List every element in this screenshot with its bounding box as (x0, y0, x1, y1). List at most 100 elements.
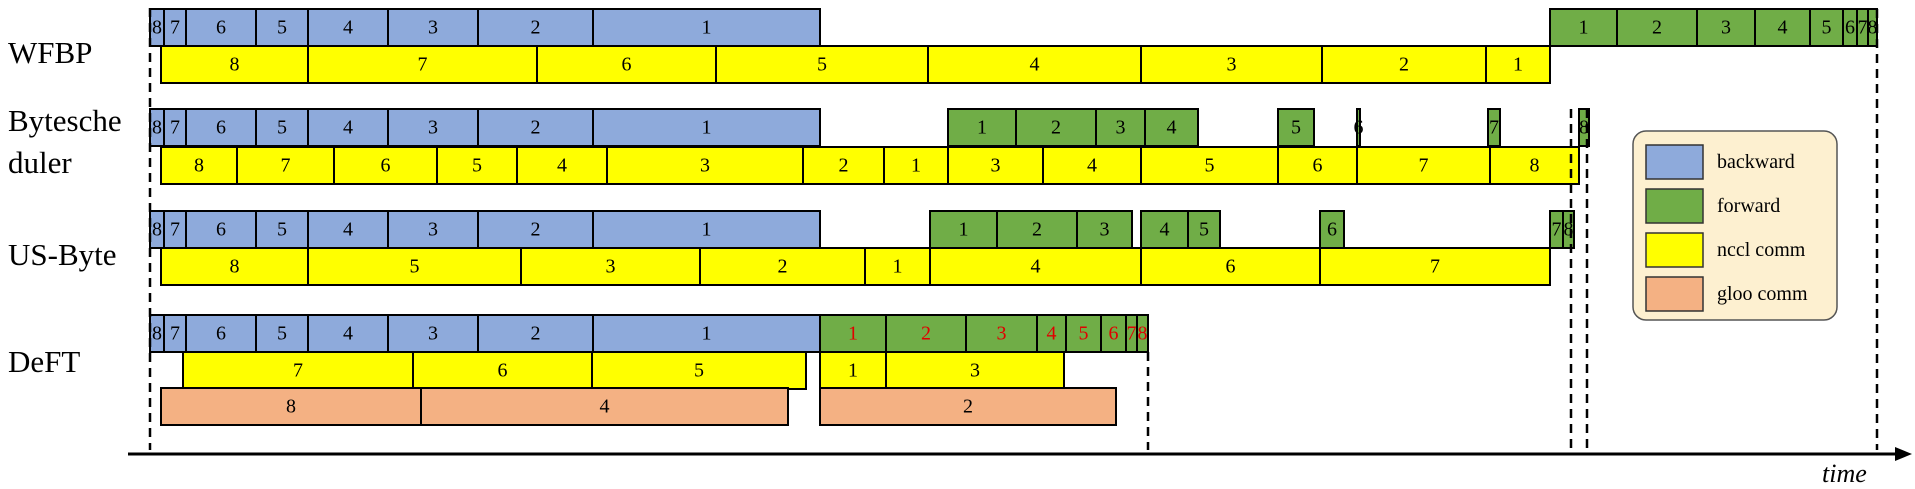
row-2-compute-block-13-rect (1319, 210, 1345, 249)
legend-label-nccl: nccl comm (1717, 239, 1806, 261)
row-1-compute-block-3: 5 (255, 108, 309, 147)
row-1-compute-block-0-label: 8 (152, 117, 162, 139)
row-1-compute-block-9: 2 (1015, 108, 1097, 147)
row-2-comm-block-2-label: 3 (606, 256, 616, 278)
row-2-comm-block-6: 6 (1140, 247, 1321, 286)
row-2-compute-block-12: 5 (1187, 210, 1221, 249)
row-3-compute-block-1: 7 (163, 314, 187, 353)
row-1-comm-block-13-rect (1489, 146, 1580, 185)
row-label-bytescheduler-line2: duler (8, 145, 72, 180)
row-1-compute-block-8-rect (947, 108, 1017, 147)
row-2-compute-block-15: 8 (1562, 210, 1575, 249)
row-0-compute-block-7-rect (592, 8, 821, 47)
row-1-compute-block-14-label: 7 (1489, 117, 1499, 139)
row-1-comm-block-2-rect (333, 146, 438, 185)
row-2-compute-block-4: 4 (307, 210, 389, 249)
row-2-comm-block-5-label: 4 (1031, 256, 1041, 278)
row-3-comm2-block-1: 4 (420, 387, 789, 426)
row-1-compute-block-15-rect (1578, 108, 1590, 147)
row-1-comm-block-6: 2 (802, 146, 885, 185)
row-1-compute-block-2-rect (185, 108, 257, 147)
row-0-comm-block-2-label: 6 (622, 54, 632, 76)
row-0-compute-block-3: 5 (255, 8, 309, 47)
row-2-comm-block-3-label: 2 (778, 256, 788, 278)
row-2-compute-block-13: 6 (1319, 210, 1345, 249)
row-3-comm-block-3: 1 (819, 351, 887, 390)
row-2-compute-block-15-label: 8 (1564, 219, 1574, 241)
row-2-compute-block-14: 7 (1549, 210, 1564, 249)
row-1-comm-block-4: 4 (516, 146, 608, 185)
row-2-comm-block-6-rect (1140, 247, 1321, 286)
row-3-comm-block-0: 7 (182, 351, 414, 390)
row-2-compute-block-2-label: 6 (216, 219, 226, 241)
row-2-compute-block-15-rect (1562, 210, 1575, 249)
row-0-compute-block-12: 5 (1809, 8, 1844, 47)
row-1-compute-block-14: 7 (1487, 108, 1501, 147)
row-0-compute-block-11: 4 (1754, 8, 1811, 47)
row-2-compute-block-6: 2 (477, 210, 594, 249)
row-2-compute-block-9-label: 2 (1032, 219, 1042, 241)
row-3-comm2-block-0: 8 (160, 387, 422, 426)
row-0-compute-block-0-label: 8 (152, 17, 162, 39)
row-0-compute-block-4: 4 (307, 8, 389, 47)
row-labels: WFBP Bytesche duler US-Byte DeFT (8, 35, 122, 379)
row-3-comm-block-4-label: 3 (970, 360, 980, 382)
row-2-compute-block-14-label: 7 (1552, 219, 1562, 241)
row-1-comm-block-10: 5 (1140, 146, 1279, 185)
time-axis: time (128, 447, 1912, 488)
row-2-compute-block-10: 3 (1076, 210, 1133, 249)
row-0-comm-block-2-rect (536, 45, 717, 84)
row-3-compute-block-9-label: 2 (921, 323, 931, 345)
row-1-compute-block-6-rect (477, 108, 594, 147)
row-1-compute-block-7: 1 (592, 108, 821, 147)
row-2-comm-block-1-rect (307, 247, 522, 286)
row-2-compute-block-4-rect (307, 210, 389, 249)
row-2-compute-block-11-label: 4 (1160, 219, 1170, 241)
row-1-compute-block-12: 5 (1277, 108, 1315, 147)
row-0-compute-block-14-label: 7 (1858, 17, 1868, 39)
row-0-compute-block-5-label: 3 (428, 17, 438, 39)
row-3-compute-block-13: 6 (1100, 314, 1127, 353)
row-2-compute-block-2: 6 (185, 210, 257, 249)
row-1-comm-block-5: 3 (606, 146, 804, 185)
row-0-compute-block-10-rect (1696, 8, 1756, 47)
row-2-compute-block-9: 2 (996, 210, 1078, 249)
row-2-comm-block-4-label: 1 (893, 256, 903, 278)
row-2-comm-block-7: 7 (1319, 247, 1551, 286)
row-2-compute-block-0: 8 (149, 210, 165, 249)
row-1-comm-block-0-rect (160, 146, 238, 185)
row-3-compute-block-12-rect (1065, 314, 1102, 353)
row-1-comm-block-11-rect (1277, 146, 1358, 185)
row-0-comm-block-0-label: 8 (230, 54, 240, 76)
row-2-comm-block-3-rect (699, 247, 866, 286)
row-0-compute-block-10: 3 (1696, 8, 1756, 47)
row-0-compute-block-9-label: 2 (1652, 17, 1662, 39)
row-3-compute-block-6-rect (477, 314, 594, 353)
row-0-comm-block-5-label: 3 (1227, 54, 1237, 76)
row-3-comm-block-3-rect (819, 351, 887, 390)
row-1-compute-block-2: 6 (185, 108, 257, 147)
row-3-comm-block-1: 6 (412, 351, 593, 390)
row-3-compute-block-8: 1 (819, 314, 887, 353)
row-3-compute-block-10: 3 (965, 314, 1038, 353)
row-1-comm-block-0-label: 8 (194, 155, 204, 177)
legend-label-backward: backward (1717, 151, 1795, 173)
row-2-comm-block-2: 3 (520, 247, 701, 286)
row-0-compute-block-8: 1 (1549, 8, 1618, 47)
row-2-compute-block-8-rect (929, 210, 998, 249)
row-3-compute-block-2-rect (185, 314, 257, 353)
row-0-comm-block-1-label: 7 (418, 54, 428, 76)
row-3-compute-block-5: 3 (387, 314, 479, 353)
row-0-compute-block-1: 7 (163, 8, 187, 47)
row-2-comm-block-7-rect (1319, 247, 1551, 286)
row-1-compute-block-3-rect (255, 108, 309, 147)
row-3-compute-block-4-label: 4 (343, 323, 353, 345)
row-1-compute-block-5-label: 3 (428, 117, 438, 139)
row-3-comm2-block-1-rect (420, 387, 789, 426)
row-1-compute-block-13: 6 (1354, 108, 1364, 147)
row-2-compute-block-4-label: 4 (343, 219, 353, 241)
legend-swatch-nccl (1645, 232, 1704, 268)
row-1-comm-block-6-label: 2 (839, 155, 849, 177)
row-0-compute-block-1-label: 7 (170, 17, 180, 39)
